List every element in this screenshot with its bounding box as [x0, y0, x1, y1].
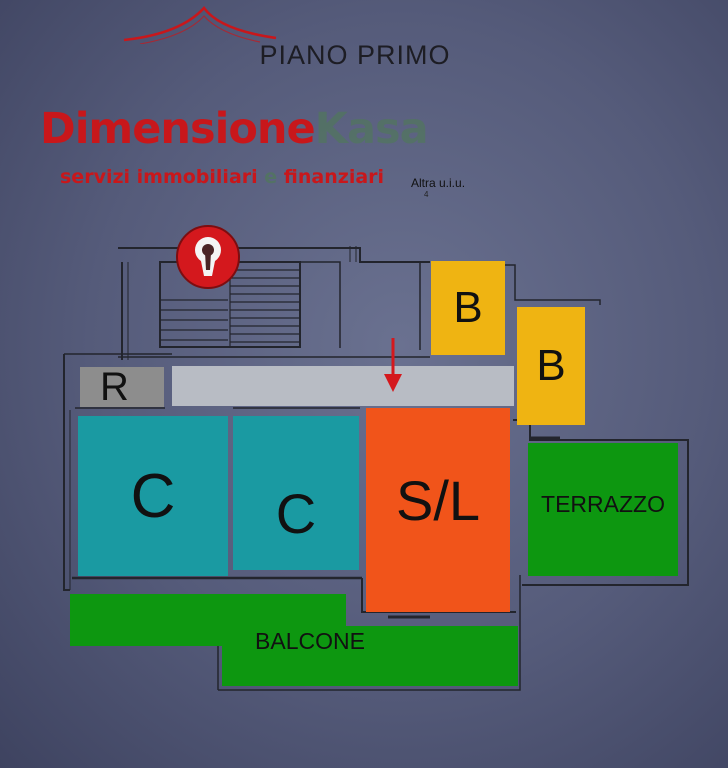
corridor — [172, 366, 514, 406]
other-unit-mark: 4 — [424, 190, 429, 199]
keyhole-icon — [176, 225, 240, 289]
page-title: PIANO PRIMO — [259, 40, 451, 70]
entrance-arrow-icon — [384, 338, 402, 392]
brand-name-part2: Kasa — [314, 104, 429, 154]
room-storage: R — [80, 365, 164, 409]
brand-tagline: servizi immobiliari e finanziari — [60, 166, 384, 188]
tagline-amp: e — [264, 166, 278, 188]
room-bedroom-1: C — [78, 416, 228, 576]
other-unit-label: Altra u.i.u. — [411, 176, 466, 190]
tagline-part2: finanziari — [283, 166, 385, 188]
room-bedroom-2: C — [233, 416, 359, 570]
room-living: S/L — [366, 408, 510, 612]
room-balcony-label: BALCONE — [255, 628, 365, 654]
brand-name-part1: Dimensione — [40, 104, 316, 154]
room-bathroom-1: B — [431, 261, 505, 355]
roof-logo-icon — [123, 6, 277, 44]
tagline-part1: servizi immobiliari — [60, 166, 258, 188]
room-bathroom-2: B — [517, 307, 585, 425]
brand-logo: DimensioneKasa — [40, 108, 429, 151]
room-terrace: TERRAZZO — [528, 443, 678, 576]
